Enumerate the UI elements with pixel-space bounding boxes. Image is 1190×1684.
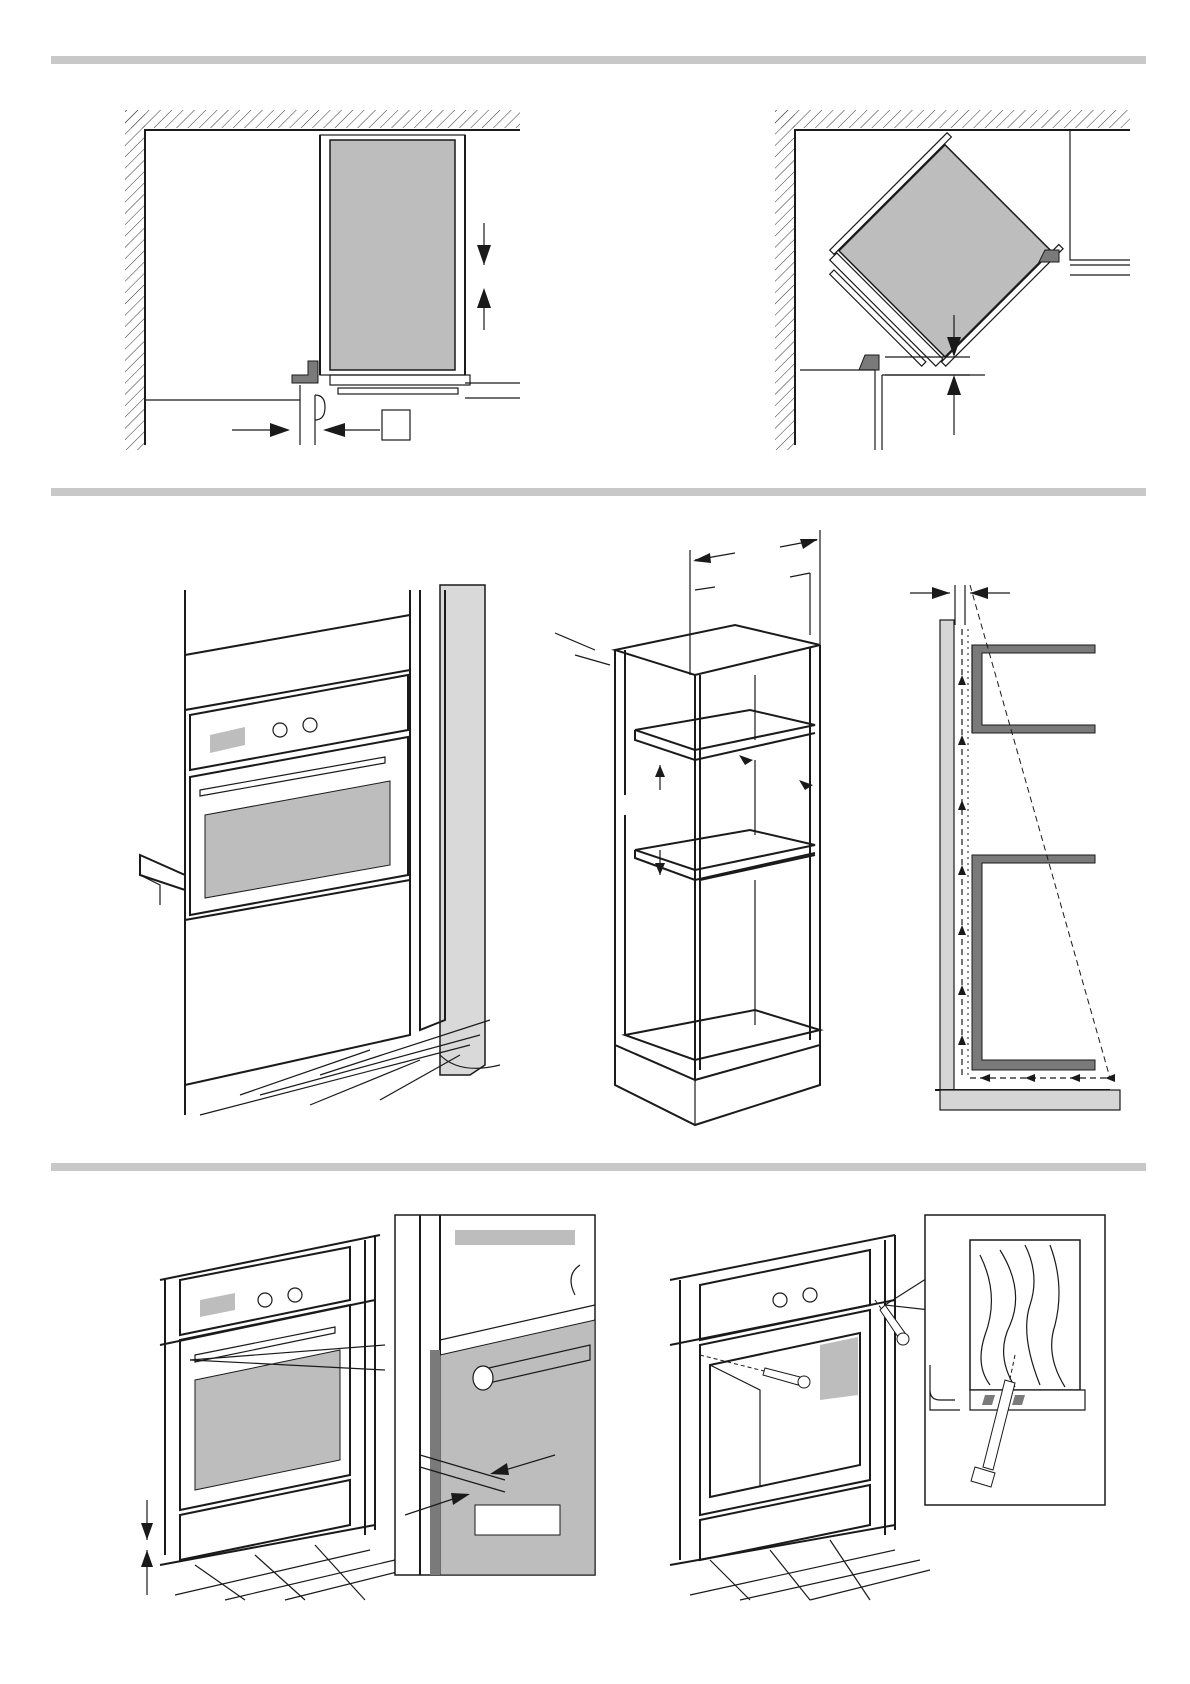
figure-installed-oven xyxy=(135,1205,605,1605)
arrow-gap-right xyxy=(932,587,950,599)
arrow-gap-left xyxy=(970,587,988,599)
figure-screw-fixing xyxy=(670,1205,1110,1605)
knob-1 xyxy=(273,723,287,737)
installed-oven-drawing xyxy=(135,1205,605,1605)
ventilation-drawing xyxy=(910,585,1140,1115)
wall-top-hatch xyxy=(125,110,520,128)
oven-door xyxy=(330,375,470,385)
shelf-1 xyxy=(635,710,815,750)
door-knob xyxy=(315,395,325,420)
screw-2 xyxy=(880,1305,905,1337)
figure-ventilation-section xyxy=(910,585,1140,1115)
corner-straight-drawing xyxy=(120,105,520,450)
upper-compartment xyxy=(972,645,1095,733)
oven-window xyxy=(205,781,390,898)
side-wall xyxy=(440,585,485,1075)
detail-oven-face xyxy=(440,1320,595,1575)
oven-handle xyxy=(338,388,458,394)
arrow-up xyxy=(477,288,491,308)
wall-left-hatch xyxy=(125,110,145,450)
figure-tall-cabinet-perspective xyxy=(140,575,500,1135)
oven-window-2 xyxy=(195,1350,340,1490)
figure-corner-straight xyxy=(120,105,520,450)
floor-plinth xyxy=(940,1090,1120,1110)
carcass-top xyxy=(615,625,820,675)
figure-corner-diagonal xyxy=(770,105,1130,450)
tall-cabinet-drawing xyxy=(140,575,500,1135)
label-box-1 xyxy=(382,410,410,440)
lower-door xyxy=(185,880,410,1085)
wood-panel xyxy=(970,1240,1080,1390)
section-divider-3 xyxy=(51,1163,1146,1171)
section-divider-2 xyxy=(51,488,1146,496)
arrow-up-2 xyxy=(947,375,961,395)
corner-block-bottom xyxy=(859,355,879,370)
adjacent-door xyxy=(300,385,315,445)
figure-cabinet-carcass xyxy=(555,525,855,1145)
corner-diagonal-drawing xyxy=(770,105,1130,450)
lower-compartment xyxy=(972,855,1095,1070)
carcass-drawing xyxy=(555,525,855,1145)
knob-2 xyxy=(303,718,317,732)
section-divider-1 xyxy=(51,56,1146,64)
oven-body xyxy=(330,140,455,370)
oven-body-diagonal xyxy=(839,145,1051,357)
screw-1 xyxy=(763,1368,800,1385)
arrow-down xyxy=(477,245,491,265)
rear-wall xyxy=(940,620,954,1090)
label-box-2 xyxy=(475,1505,560,1535)
arrow-right xyxy=(270,423,290,437)
corner-block xyxy=(292,361,318,383)
screw-fixing-drawing xyxy=(670,1205,1110,1605)
arrow-left xyxy=(323,423,345,437)
